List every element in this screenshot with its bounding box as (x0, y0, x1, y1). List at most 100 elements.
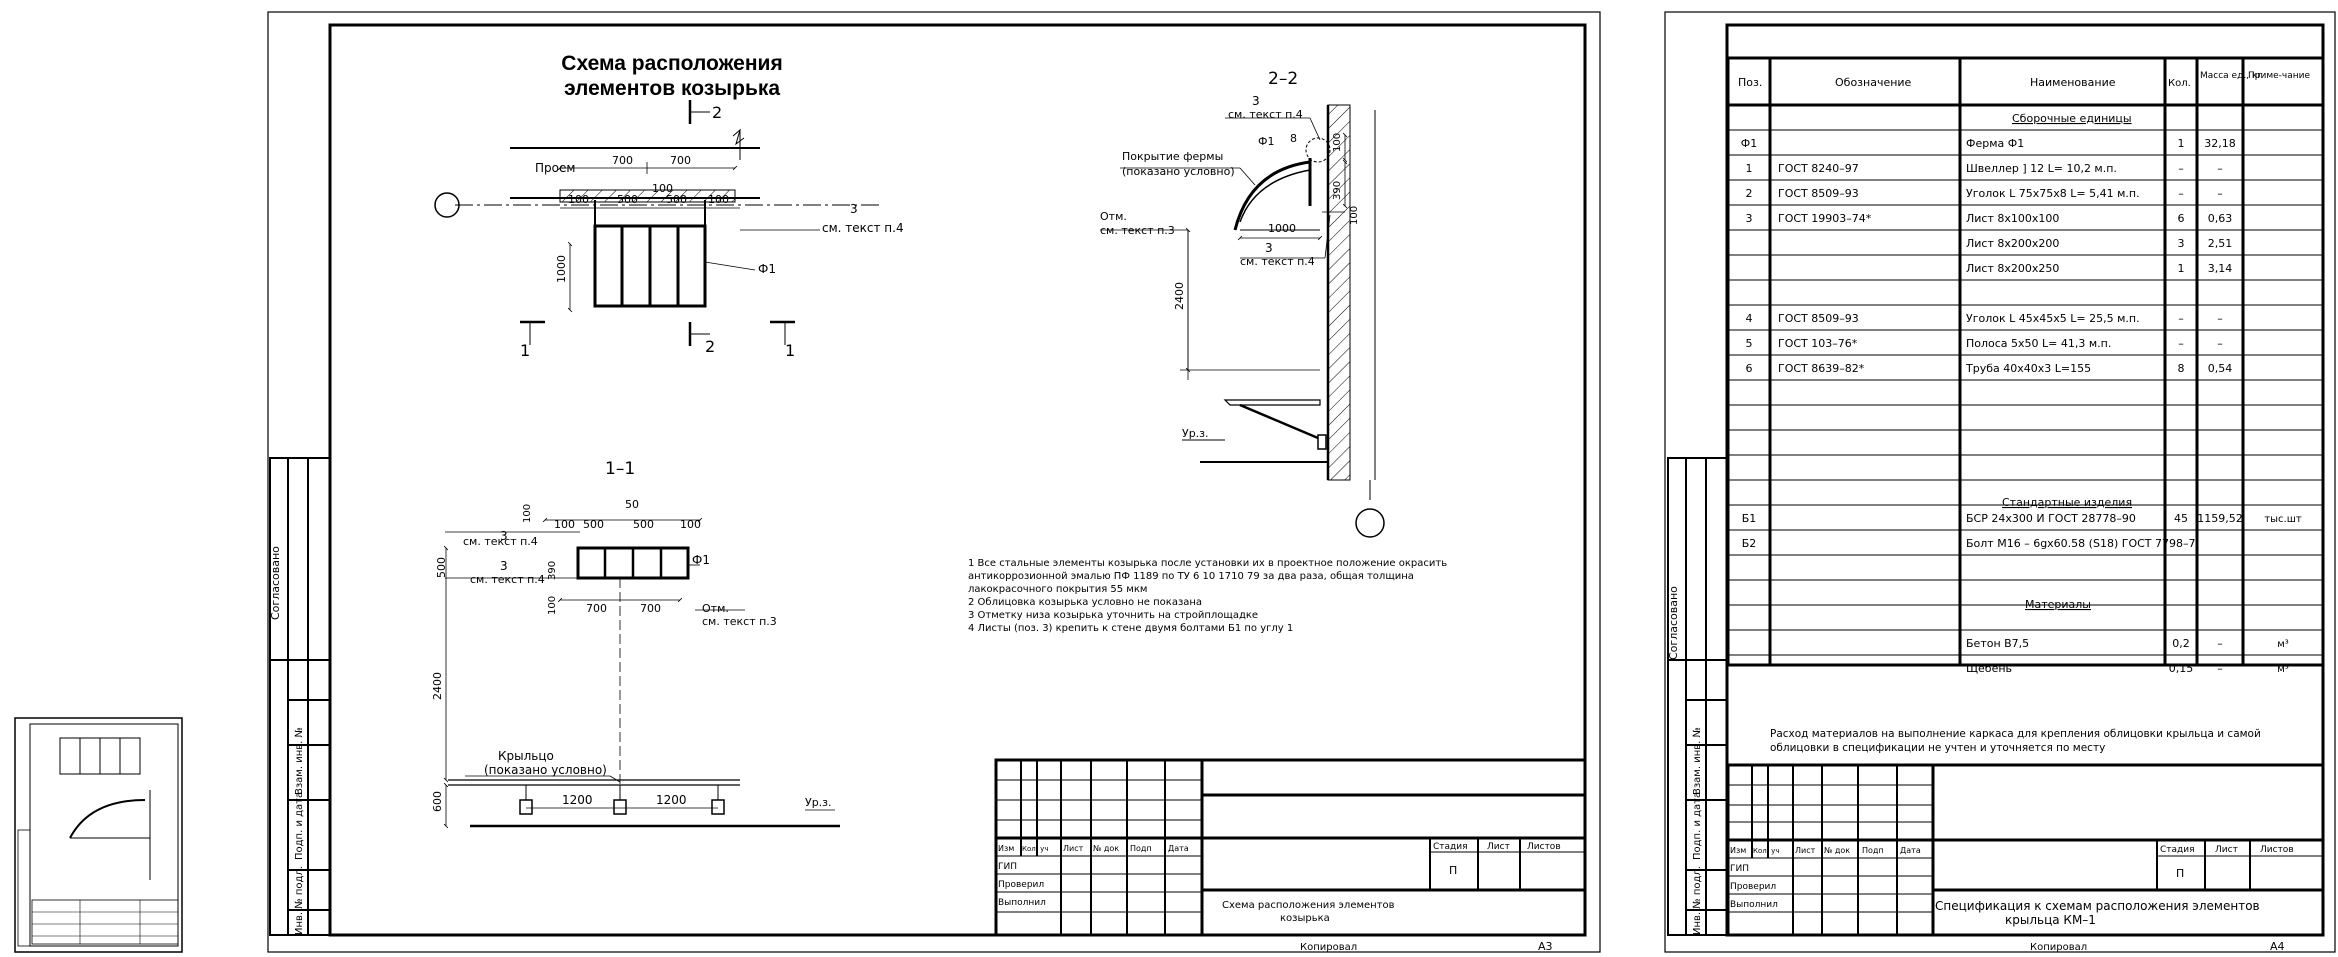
s11-otm: Отм. (702, 602, 729, 615)
side-sign-label: Подп. и дата (294, 792, 305, 860)
s11-see-p4b: см. текст п.4 (470, 573, 545, 586)
spec-cell-qty: 8 (2178, 362, 2185, 375)
plan-dim-500a: 500 (617, 193, 638, 206)
s22-dim-390: 390 (1332, 181, 1343, 200)
s2-stamp-copied: Копировал (2030, 942, 2087, 953)
s22-ref-3-top: 3 (1252, 94, 1260, 108)
spec-cell-code: ГОСТ 8509–93 (1778, 312, 1859, 325)
general-notes: 1 Все стальные элементы козырька после у… (968, 558, 1447, 634)
plan-cut1-left-mark: 1 (520, 341, 530, 360)
spec-cell-qty: – (2178, 337, 2184, 350)
s22-see-p4-top: см. текст п.4 (1228, 108, 1303, 121)
s2-stamp-col-doc: № док (1824, 846, 1850, 855)
s22-otm: Отм. (1100, 210, 1127, 223)
s11-see-p3: см. текст п.3 (702, 615, 777, 628)
spec-cell-mass: 32,18 (2204, 137, 2236, 150)
s2-stamp-checked: Проверил (1730, 882, 1776, 892)
note-line-2: антикоррозионной эмалью ПФ 1189 по ТУ 6 … (968, 571, 1414, 582)
s2-stamp-format: А4 (2270, 940, 2285, 953)
plan-cut1-right-mark: 1 (785, 341, 795, 360)
note-line-1: 1 Все стальные элементы козырька после у… (968, 558, 1447, 569)
spec-hdr-mass: Масса ед., кг (2200, 71, 2262, 81)
s22-ref-3-low: 3 (1265, 241, 1273, 255)
spec-cell-qty: 45 (2174, 512, 2188, 525)
plan-dim-500b: 500 (666, 193, 687, 206)
spec-cell-qty: – (2178, 312, 2184, 325)
spec-cell-mass: – (2217, 337, 2223, 350)
spec-cell-name: Лист 8x200x200 (1966, 237, 2059, 250)
s2-stamp-gip: ГИП (1730, 864, 1749, 874)
s11-dim-500v: 500 (435, 557, 448, 578)
spec-hdr-code: Обозначение (1835, 76, 1912, 89)
s2-side-sign-label: Подп. и дата (1692, 792, 1703, 860)
s1-stamp-col-date: Дата (1168, 844, 1189, 853)
spec-cell-name: Швеллер ] 12 L= 10,2 м.п. (1966, 162, 2117, 175)
s1-stamp-col-doc: № док (1093, 844, 1119, 853)
spec-cell-name: Труба 40x40x3 L=155 (1965, 362, 2091, 375)
s2-stamp-col-podp: Подп (1862, 846, 1884, 855)
spec-cell-name: Уголок L 75x75x8 L= 5,41 м.п. (1966, 187, 2140, 200)
plan-dim-700b: 700 (670, 154, 691, 167)
spec-cell-pos: Б2 (1742, 537, 1757, 550)
s1-stamp-gip: ГИП (998, 862, 1017, 872)
spec-cell-mass: – (2217, 312, 2223, 325)
s11-dim-1200b: 1200 (656, 793, 687, 807)
spec-cell-mass: 0,54 (2208, 362, 2233, 375)
spec-cell-name: Полоса 5x50 L= 41,3 м.п. (1966, 337, 2111, 350)
s11-dim-2400: 2400 (431, 672, 444, 700)
plan-proem-label: Проем (535, 161, 575, 175)
plan-dim-1000: 1000 (555, 255, 568, 283)
s22-f1-label: Ф1 (1258, 135, 1274, 148)
s22-roof-cover-2: (показано условно) (1122, 165, 1235, 178)
s11-f1-label: Ф1 (692, 553, 710, 567)
spec-cell-pos: 3 (1746, 212, 1753, 225)
s11-dim-1200a: 1200 (562, 793, 593, 807)
spec-cell-qty: 1 (2178, 137, 2185, 150)
spec-hdr-pos: Поз. (1738, 76, 1762, 89)
sheet2-frame (1664, 11, 2336, 953)
s2-stamp-list-hdr: Лист (2215, 845, 2238, 855)
sheet1-title-block (994, 758, 1587, 937)
spec-cell-code: ГОСТ 8240–97 (1778, 162, 1859, 175)
spec-cell-pos: 2 (1746, 187, 1753, 200)
s2-stamp-stage: П (2176, 867, 2184, 880)
spec-cell-code: ГОСТ 8639–82* (1778, 362, 1865, 375)
thumbnail-sheet (14, 717, 183, 953)
plan-f1-label: Ф1 (758, 262, 776, 276)
side-inv-label: Инв. № подл. (294, 866, 305, 935)
spec-cell-mass: – (2217, 187, 2223, 200)
s11-dim-100v: 100 (522, 504, 533, 523)
plan-cut2-bottom-mark: 2 (705, 337, 715, 356)
s22-dim-100b: 100 (1349, 206, 1360, 225)
section22-title: 2–2 (1268, 69, 1298, 89)
s1-stamp-stage: П (1449, 864, 1457, 877)
spec-cell-name: Ферма Ф1 (1966, 137, 2024, 150)
spec-cell-name: Бетон В7,5 (1966, 637, 2029, 650)
s2-stamp-name-2: крыльца КМ–1 (2005, 913, 2096, 927)
spec-table-grid (1726, 56, 2325, 667)
spec-cell-name: БСР 24x300 И ГОСТ 28778–90 (1966, 512, 2136, 525)
s11-ref-3a: 3 (500, 529, 508, 543)
spec-cell-code: ГОСТ 19903–74* (1778, 212, 1872, 225)
s1-stamp-stage-hdr: Стадия (1433, 842, 1468, 852)
spec-cell-mass: 3,14 (2208, 262, 2233, 275)
s22-see-p3: см. текст п.3 (1100, 224, 1175, 237)
spec-section-assembly: Сборочные единицы (2012, 112, 2132, 125)
plan-dim-100a: 100 (568, 193, 589, 206)
plan-dim-100b: 100 (652, 182, 673, 195)
spec-cell-qty: 6 (2178, 212, 2185, 225)
sheet1-frame (267, 11, 1601, 953)
spec-cell-qty: 0,15 (2169, 662, 2194, 675)
spec-cell-pos: 4 (1746, 312, 1753, 325)
s2-stamp-lists-hdr: Листов (2260, 845, 2294, 855)
spec-cell-pos: Б1 (1742, 512, 1757, 525)
plan-see-p4: см. текст п.4 (822, 221, 904, 235)
spec-cell-qty: 0,2 (2172, 637, 2190, 650)
s11-dim-500a: 500 (583, 518, 604, 531)
s11-krylco-2: (показано условно) (484, 763, 607, 777)
s2-stamp-col-date: Дата (1900, 846, 1921, 855)
s11-dim-600: 600 (431, 791, 444, 812)
spec-section-materials: Материалы (2025, 598, 2091, 611)
s22-roof-cover-1: Покрытие фермы (1122, 150, 1223, 163)
